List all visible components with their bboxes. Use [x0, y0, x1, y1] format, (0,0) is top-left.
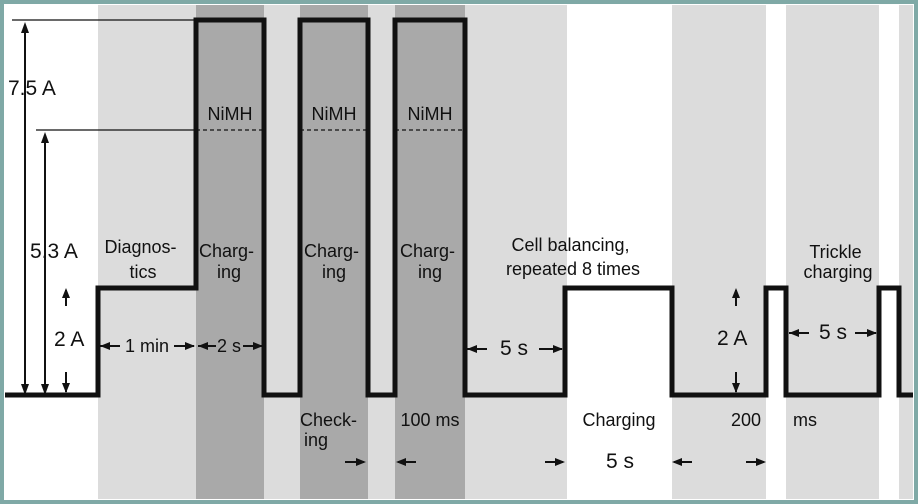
band-balancing: [465, 5, 567, 499]
duration-2s-label: 2 s: [217, 336, 241, 356]
duration-1min-label: 1 min: [125, 336, 169, 356]
cell-balancing-label: Cell balancing, repeated 8 times: [506, 235, 640, 279]
duration-1min-marker: [100, 342, 195, 350]
trickle-5s-label: 5 s: [819, 321, 847, 344]
charging-label-1: Charg- ing: [199, 241, 259, 282]
band-diagnostics: [98, 5, 196, 499]
peak-current-label: 7.5 A: [8, 77, 56, 100]
trickle-pulse-label-a: 200: [731, 410, 761, 430]
base-current-label: 2 A: [54, 328, 84, 351]
phase-bands: [98, 5, 913, 499]
balancing-charging-label: Charging: [582, 410, 655, 430]
band-charging-3: [395, 5, 465, 499]
trickle-charging-label: Trickle charging: [803, 242, 872, 282]
band-gap-2: [368, 5, 395, 499]
trickle-5s-marker: [789, 329, 877, 337]
band-trickle-end: [899, 5, 913, 499]
checking-label: Check- ing: [300, 410, 362, 450]
current-waveform: [5, 17, 913, 398]
pulse-gap-marker: [345, 458, 416, 466]
balancing-charging-time: 5 s: [606, 450, 634, 473]
band-pre-pulse: [672, 5, 766, 499]
band-gap-1: [264, 5, 300, 499]
balancing-time-marker: [545, 458, 692, 466]
base-current-label-right: 2 A: [717, 327, 747, 350]
nimh-current-label: 5.3 A: [30, 240, 78, 263]
band-charging-1: [196, 5, 264, 499]
base-current-arrow-right: [732, 288, 740, 393]
duration-5s-marker: [467, 345, 563, 353]
trickle-pulse-label-b: ms: [793, 410, 817, 430]
nimh-label-2: NiMH: [312, 104, 357, 124]
charging-label-3: Charg- ing: [400, 241, 460, 282]
peak-current-arrow: [21, 22, 29, 395]
charging-label-2: Charg- ing: [304, 241, 364, 282]
band-charging-2: [300, 5, 368, 499]
band-trickle: [786, 5, 879, 499]
nimh-label-1: NiMH: [208, 104, 253, 124]
diagnostics-label: Diagnos- tics: [104, 237, 181, 282]
base-current-arrow-left: [62, 288, 70, 393]
pulse-gap-label: 100 ms: [400, 410, 459, 430]
nimh-current-arrow: [41, 132, 49, 395]
nimh-label-3: NiMH: [408, 104, 453, 124]
duration-2s-marker: [198, 342, 263, 350]
trickle-pulse-marker: [746, 458, 766, 466]
duration-5s-label: 5 s: [500, 337, 528, 360]
